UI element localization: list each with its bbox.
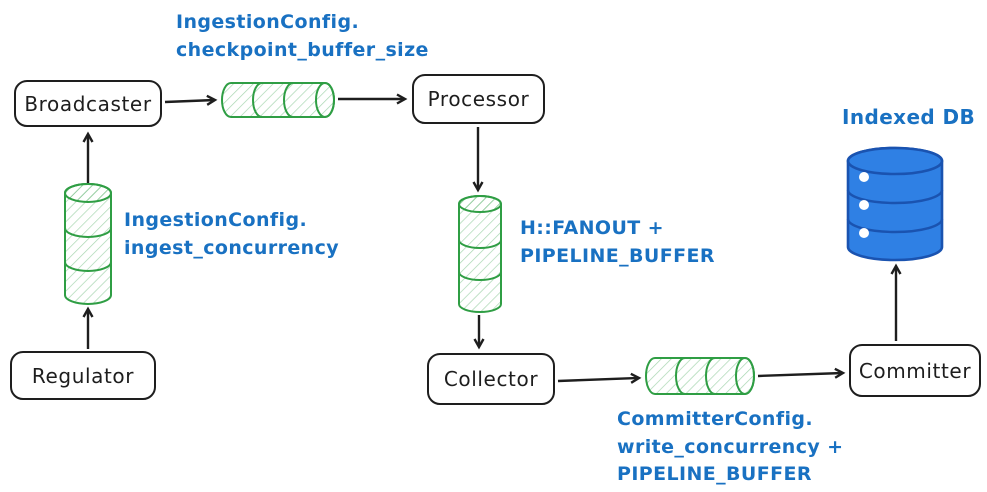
- node-committer: Committer: [849, 344, 981, 397]
- ingest-buffer-cylinder-icon: [64, 183, 112, 305]
- checkpoint-buffer-label-line2: checkpoint_buffer_size: [176, 38, 429, 61]
- node-collector-label: Collector: [443, 367, 539, 391]
- committer-config-label-line2: write_concurrency +: [617, 435, 844, 458]
- node-regulator: Regulator: [10, 351, 156, 400]
- node-processor-label: Processor: [427, 87, 530, 111]
- fanout-buffer-cylinder-icon: [458, 195, 502, 313]
- fanout-buffer-label-line2: PIPELINE_BUFFER: [520, 244, 715, 267]
- node-collector: Collector: [427, 353, 555, 405]
- write-buffer-cylinder-icon: [645, 357, 755, 395]
- connectors: [82, 93, 902, 384]
- ingest-concurrency-label: IngestionConfig. ingest_concurrency: [124, 207, 339, 262]
- fanout-buffer-label: H::FANOUT + PIPELINE_BUFFER: [520, 215, 715, 270]
- checkpoint-buffer-label: IngestionConfig. checkpoint_buffer_size: [176, 9, 429, 64]
- committer-config-label-line3: PIPELINE_BUFFER: [617, 463, 812, 486]
- indexed-db-label-text: Indexed DB: [842, 105, 976, 129]
- committer-config-label-line1: CommitterConfig.: [617, 408, 814, 430]
- checkpoint-buffer-label-line1: IngestionConfig.: [176, 11, 360, 33]
- node-broadcaster-label: Broadcaster: [24, 91, 152, 116]
- fanout-buffer-label-line1: H::FANOUT +: [520, 217, 664, 239]
- arrow-collector-to-write-buffer-icon: [557, 372, 642, 384]
- arrow-write-buffer-to-committer-icon: [757, 367, 846, 379]
- arrow-broadcaster-to-checkpoint-buffer-icon: [164, 94, 218, 106]
- node-committer-label: Committer: [858, 358, 972, 383]
- ingest-concurrency-label-line1: IngestionConfig.: [124, 209, 308, 231]
- ingest-concurrency-label-line2: ingest_concurrency: [124, 236, 340, 259]
- checkpoint-buffer-cylinder-icon: [221, 82, 335, 118]
- indexed-db-label: Indexed DB: [842, 103, 975, 132]
- node-broadcaster: Broadcaster: [14, 80, 162, 127]
- committer-config-label: CommitterConfig. write_concurrency + PIP…: [617, 406, 843, 489]
- database-cylinder-icon: [846, 146, 944, 262]
- node-processor: Processor: [412, 74, 545, 124]
- node-regulator-label: Regulator: [31, 363, 135, 388]
